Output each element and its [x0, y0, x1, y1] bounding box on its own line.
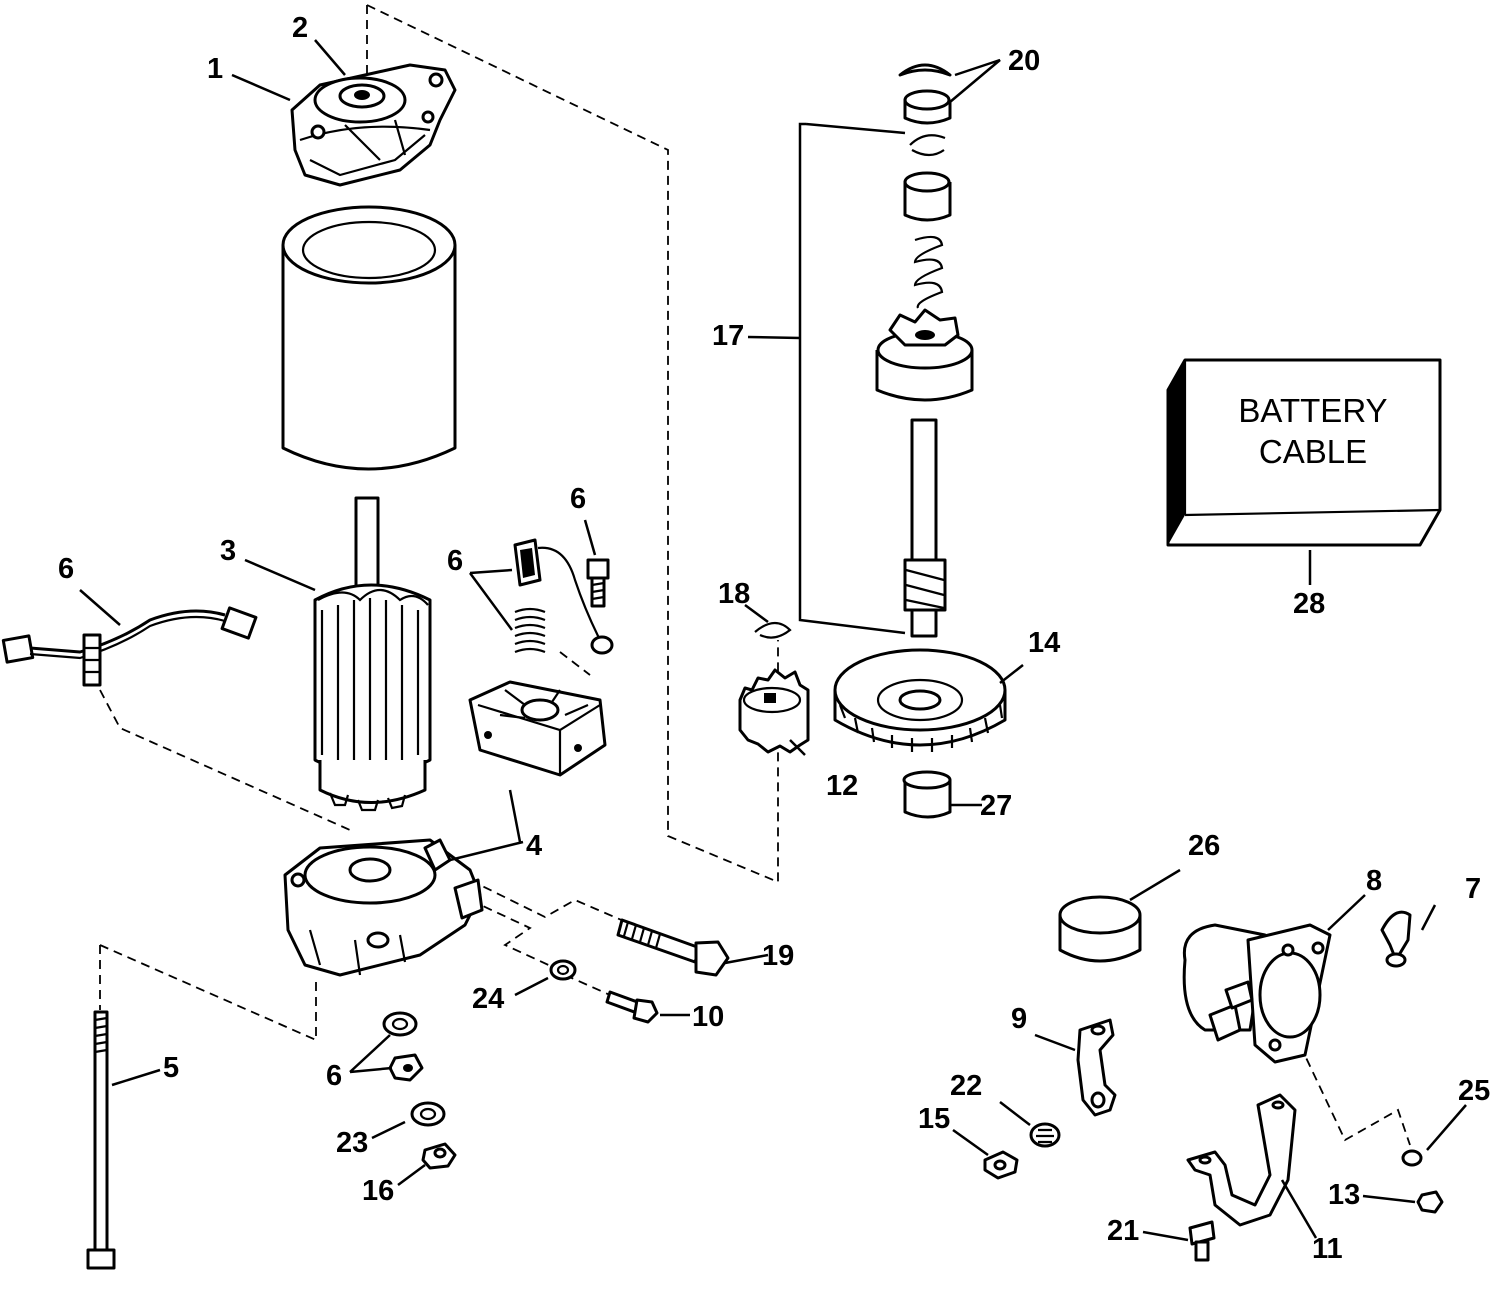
solenoid [1182, 923, 1332, 1064]
callout-10: 10 [692, 1001, 724, 1033]
mounting-bolts [549, 918, 730, 1024]
through-bolt [86, 1010, 116, 1270]
callout-20: 20 [1008, 45, 1040, 77]
callout-9: 9 [1011, 1003, 1027, 1035]
callout-14: 14 [1028, 627, 1060, 659]
small-pinion-gear [738, 668, 810, 754]
callout-28: 28 [1293, 588, 1325, 620]
callout-22: 22 [950, 1070, 982, 1102]
armature [313, 496, 432, 812]
field-frame-housing [281, 205, 457, 471]
callout-2: 2 [292, 12, 308, 44]
callout-3: 3 [220, 535, 236, 567]
battery-label-line1: BATTERY [1238, 392, 1387, 429]
callout-6-nut: 6 [326, 1060, 342, 1092]
callout-18: 18 [718, 578, 750, 610]
callout-4: 4 [526, 830, 542, 862]
bushing [902, 770, 952, 819]
callout-5: 5 [163, 1052, 179, 1084]
retaining-clip [754, 621, 792, 639]
callout-12: 12 [826, 770, 858, 802]
callout-17: 17 [712, 320, 744, 352]
callout-16: 16 [362, 1175, 394, 1207]
drive-assembly [875, 63, 974, 638]
callout-11: 11 [1312, 1233, 1343, 1265]
battery-cable-box [1166, 358, 1442, 547]
callout-25: 25 [1458, 1075, 1490, 1107]
callout-6-harness: 6 [58, 553, 74, 585]
lower-hardware [382, 1011, 457, 1170]
callout-15: 15 [918, 1103, 950, 1135]
solenoid-sleeve [1058, 895, 1142, 963]
callout-21: 21 [1107, 1215, 1139, 1247]
terminal-boot [1380, 910, 1412, 968]
callout-numbers: 1 2 3 4 5 6 6 6 6 7 8 9 10 11 12 13 14 1… [58, 12, 1490, 1265]
callout-24: 24 [472, 983, 504, 1015]
drive-end-cap [290, 63, 457, 187]
callout-6-brush: 6 [447, 545, 463, 577]
callout-6-screw: 6 [570, 483, 586, 515]
callout-13: 13 [1328, 1179, 1360, 1211]
callout-19: 19 [762, 940, 794, 972]
mounting-strap [1186, 1093, 1297, 1227]
callout-7: 7 [1465, 873, 1481, 905]
wire-harness [1, 606, 258, 687]
callout-8: 8 [1366, 865, 1382, 897]
callout-27: 27 [980, 790, 1012, 822]
leader-lines [79, 39, 1467, 1242]
large-gear [833, 648, 1007, 752]
solenoid-bracket [1076, 1018, 1117, 1117]
callout-23: 23 [336, 1127, 368, 1159]
solenoid-hardware [983, 1122, 1444, 1262]
commutator-end-cap [283, 838, 484, 977]
callout-1: 1 [207, 53, 223, 85]
callout-26: 26 [1188, 830, 1220, 862]
brush-holder [468, 680, 607, 777]
brush-spring-assembly [513, 538, 614, 655]
battery-label-line2: CABLE [1259, 433, 1367, 470]
alignment-lines [99, 4, 1411, 1146]
